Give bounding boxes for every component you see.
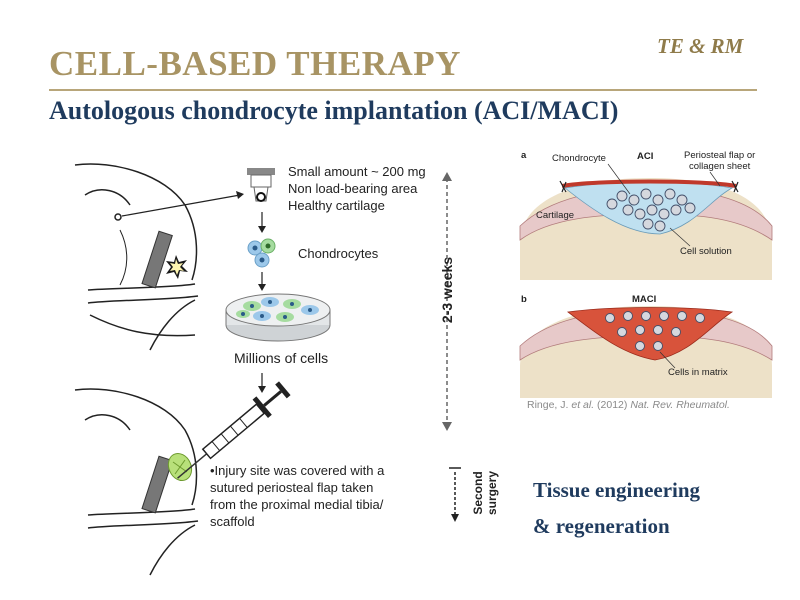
page-title: CELL-BASED THERAPY — [49, 44, 461, 83]
knee-biopsy-drawing — [74, 163, 199, 351]
knee-implant-drawing — [74, 388, 199, 576]
injury-line: scaffold — [210, 514, 255, 529]
title-divider — [49, 89, 757, 91]
page-subtitle: Autologous chondrocyte implantation (ACI… — [49, 96, 619, 125]
biopsy-line: Non load-bearing area — [288, 181, 418, 196]
citation-authors: Ringe, J. — [527, 399, 572, 411]
injury-line: •Injury site was covered with a — [210, 463, 385, 478]
biopsy-line: Healthy cartilage — [288, 198, 385, 213]
biopsy-description: Small amount ~ 200 mg Non load-bearing a… — [288, 163, 426, 214]
flap-label-line: collagen sheet — [689, 161, 751, 172]
cell-solution-label: Cell solution — [680, 246, 732, 257]
aci-maci-figure — [519, 163, 773, 398]
panel-b-title: MACI — [632, 294, 657, 305]
maci-cells — [605, 311, 705, 351]
te-rm-tag: TE & RM — [657, 34, 744, 58]
citation-journal: Nat. Rev. Rheumatol. — [630, 399, 730, 411]
aci-cells — [606, 188, 696, 232]
injury-description: •Injury site was covered with a sutured … — [210, 462, 384, 530]
figure-citation: Ringe, J. et al. (2012) Nat. Rev. Rheuma… — [527, 399, 730, 411]
injury-line: from the proximal medial tibia/ — [210, 497, 384, 512]
panel-a-title: ACI — [637, 151, 654, 162]
second-surgery-line: surgery — [485, 470, 499, 516]
te-line: Tissue engineering — [533, 478, 701, 502]
panel-a-letter: a — [521, 150, 527, 161]
citation-year: (2012) — [594, 399, 631, 411]
tissue-engineering-label: Tissue engineering & regeneration — [533, 472, 700, 544]
biopsy-line: Small amount ~ 200 mg — [288, 164, 426, 179]
panel-a — [519, 163, 773, 280]
te-line: & regeneration — [533, 514, 670, 538]
panel-b-letter: b — [521, 294, 527, 305]
cell-culture-label: Millions of cells — [234, 350, 329, 366]
chondrocytes-icon — [247, 238, 276, 268]
biopsy-punch-icon — [247, 168, 275, 202]
citation-etal: et al. — [571, 399, 595, 411]
injury-line: sutured periosteal flap taken — [210, 480, 374, 495]
second-surgery-label: Second surgery — [471, 471, 499, 515]
chondrocytes-label: Chondrocytes — [298, 246, 379, 261]
syringe-icon — [177, 381, 291, 479]
flap-label: Periosteal flap or collagen sheet — [684, 150, 755, 172]
second-surgery-line: Second — [471, 471, 485, 515]
petri-dish-icon — [225, 293, 331, 342]
cells-in-matrix-label: Cells in matrix — [668, 367, 728, 378]
duration-label: 2-3 weeks — [439, 256, 455, 324]
chondrocyte-label: Chondrocyte — [552, 153, 606, 164]
panel-b — [519, 306, 773, 398]
cartilage-label: Cartilage — [536, 210, 575, 221]
flap-label-line: Periosteal flap or — [684, 150, 756, 161]
